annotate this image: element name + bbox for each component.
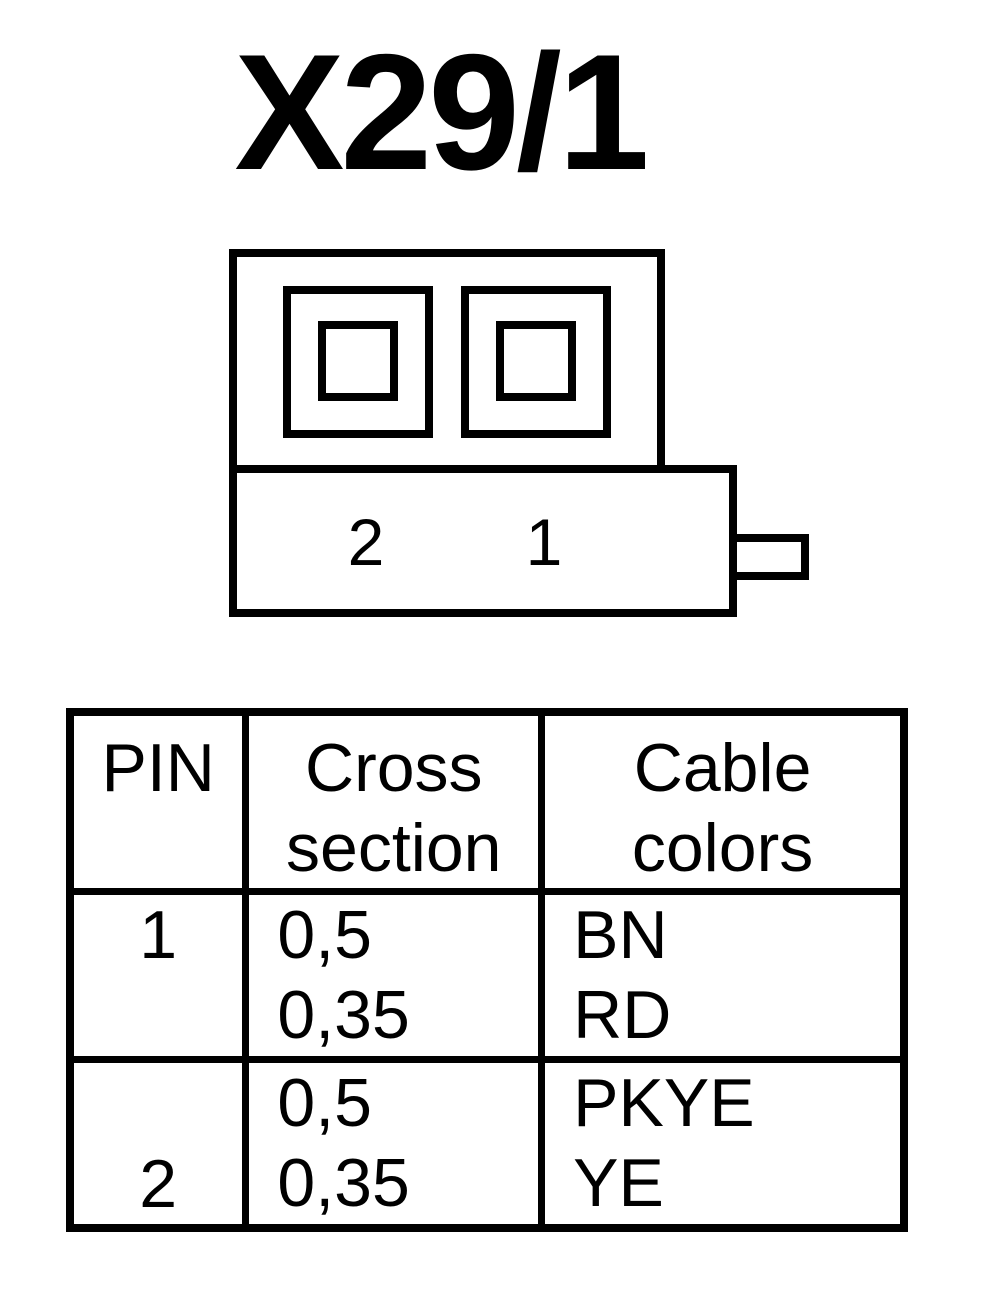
header-pin: PIN [66, 708, 250, 895]
cable-color-cell: BN RD [538, 888, 908, 1063]
header-cable-colors: Cable colors [538, 708, 908, 895]
pin-cavity-1-outer [461, 286, 611, 438]
pin-number-2: 2 [348, 505, 385, 579]
pin-cavity-2-outer [283, 286, 433, 438]
connector-title: X29/1 [234, 20, 649, 204]
table-header-row: PIN Cross section Cable colors [66, 708, 908, 895]
connector-drawing: 2 1 [229, 249, 809, 617]
table-row: 2 0,5 0,35 PKYE YE [66, 1055, 908, 1232]
pin-cavity-1-inner [496, 321, 576, 401]
connector-housing-bottom [229, 465, 737, 617]
header-cross-section: Cross section [242, 708, 546, 895]
pin-assignment-table: PIN Cross section Cable colors 1 0,5 0,3… [66, 708, 908, 1232]
table-row: 1 0,5 0,35 BN RD [66, 888, 908, 1063]
pin-cell: 2 [66, 1055, 250, 1232]
cross-section-cell: 0,5 0,35 [242, 888, 546, 1063]
cable-color-cell: PKYE YE [538, 1055, 908, 1232]
pin-cell: 1 [66, 888, 250, 1063]
connector-latch [729, 534, 809, 580]
pin-number-1: 1 [526, 505, 563, 579]
pin-cavity-2-inner [318, 321, 398, 401]
cross-section-cell: 0,5 0,35 [242, 1055, 546, 1232]
